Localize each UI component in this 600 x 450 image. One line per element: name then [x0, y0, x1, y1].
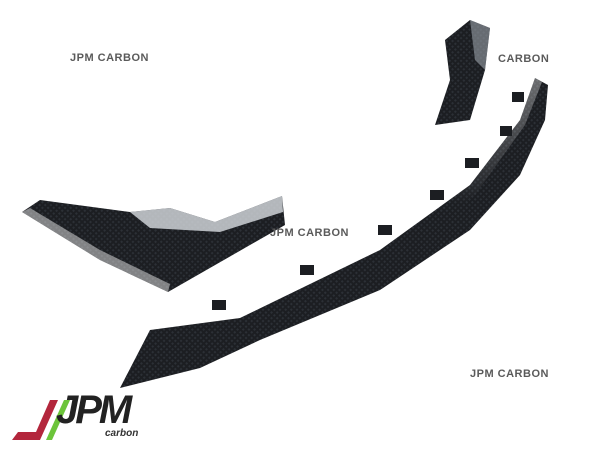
logo-sub-text: carbon	[105, 428, 139, 439]
watermark: JPM CARBON	[270, 227, 349, 239]
right-side-splitter	[435, 20, 490, 125]
jpm-carbon-logo: JPM carbon	[10, 388, 160, 442]
left-side-splitter	[22, 196, 285, 292]
logo-main-text: JPM	[56, 388, 132, 432]
watermark: CARBON	[498, 53, 550, 65]
front-lip-spoiler	[120, 78, 548, 388]
watermark: JPM CARBON	[470, 368, 549, 380]
logo-stripes	[12, 400, 70, 440]
watermark: JPM CARBON	[70, 52, 149, 64]
